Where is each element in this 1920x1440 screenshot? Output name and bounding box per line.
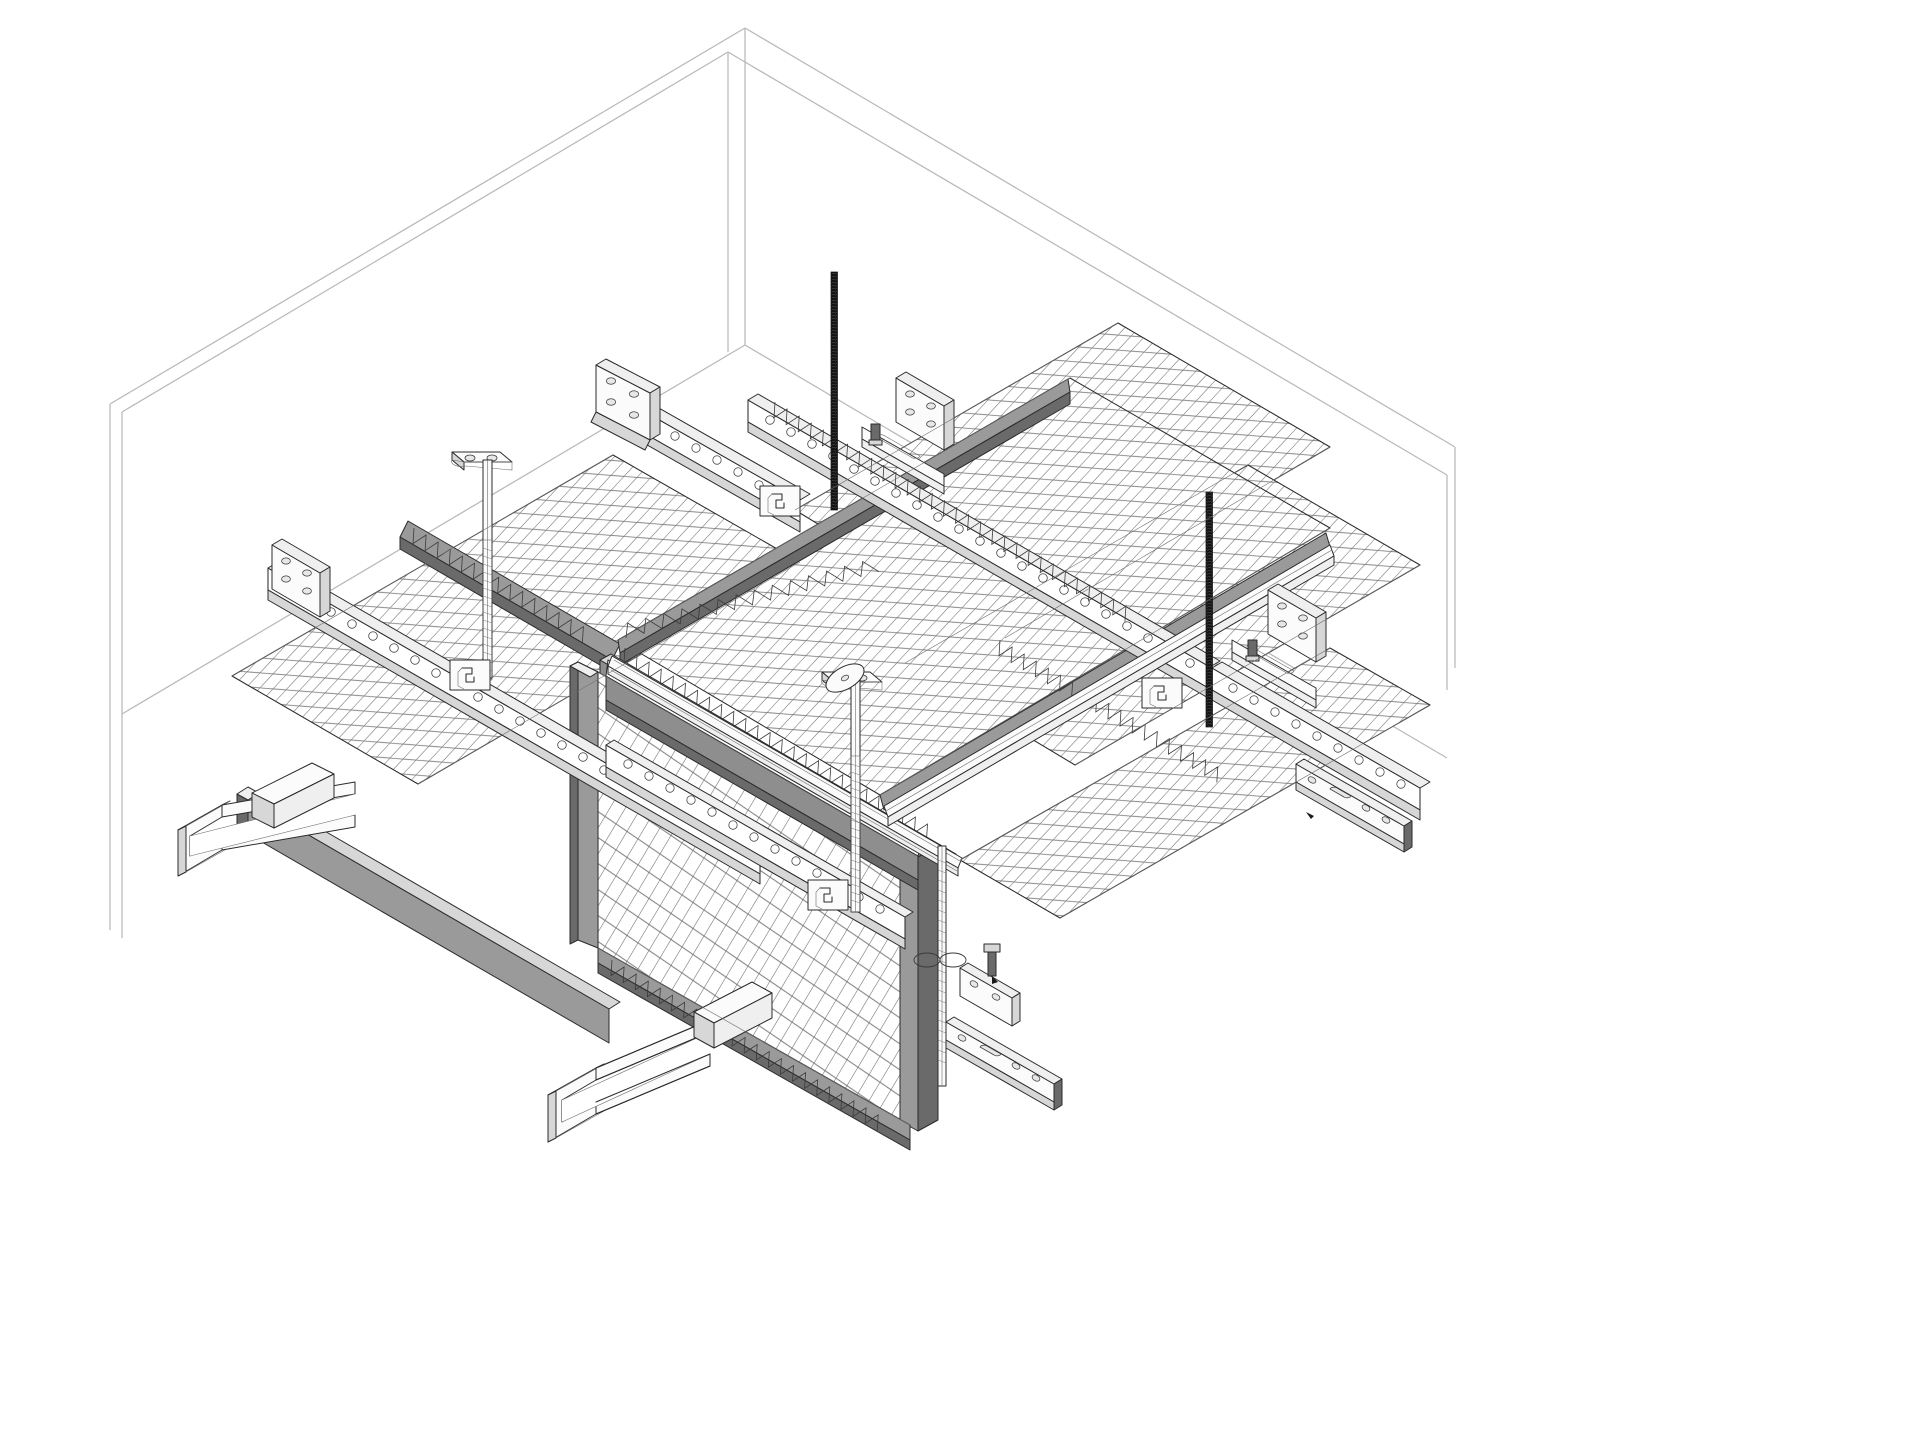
channel-profile-bottom-open [547, 1019, 711, 1143]
clip-connector-c [449, 659, 491, 691]
hanger-post-center [850, 679, 861, 913]
hanger-rod-left [830, 271, 838, 451]
slotted-plate-lower [945, 1016, 1063, 1111]
runner-perforations-cross [765, 415, 1195, 668]
clip-connector-d [807, 879, 849, 911]
angle-bracket-f [271, 538, 331, 618]
box-runner-right [883, 544, 1335, 827]
hanger-post-center-b [937, 845, 947, 1087]
bolt-lower [983, 943, 1001, 984]
slotted-plate-right [1295, 758, 1413, 853]
splice-block [693, 981, 773, 1049]
clip-connector-a [759, 485, 801, 517]
perforated-runner-right-ext [1211, 661, 1431, 821]
angle-bracket-d [451, 451, 513, 471]
bulkhead-left-post [569, 661, 599, 949]
sawtooth-strip-b [623, 647, 928, 840]
splice-block-left [251, 762, 335, 829]
rod-nut-right [1245, 639, 1260, 662]
sawtooth-strip-a [412, 527, 584, 643]
angle-bracket-a [590, 358, 661, 451]
assembly-edge-lines [231, 322, 1431, 1126]
access-plate [825, 663, 865, 693]
slotted-plate-lower-leg [959, 962, 1021, 1027]
hanger-post-left [482, 459, 493, 681]
box-runner-center [607, 655, 963, 877]
clip-connector-b [1141, 677, 1183, 709]
runner-perforations-right-ext [1228, 683, 1406, 789]
mesh-sawtooth-edges [625, 560, 880, 639]
bulkhead-right-post [899, 845, 939, 1132]
rod-nut-left [868, 423, 883, 446]
hanger-rod-right [1205, 491, 1213, 728]
sawtooth-strip-d [998, 639, 1219, 783]
runner-perforations-bulkhead [623, 759, 885, 914]
post-collar-center [913, 952, 967, 968]
hanger-rod-left-lower [830, 449, 838, 511]
sawtooth-strip-e [610, 959, 879, 1131]
